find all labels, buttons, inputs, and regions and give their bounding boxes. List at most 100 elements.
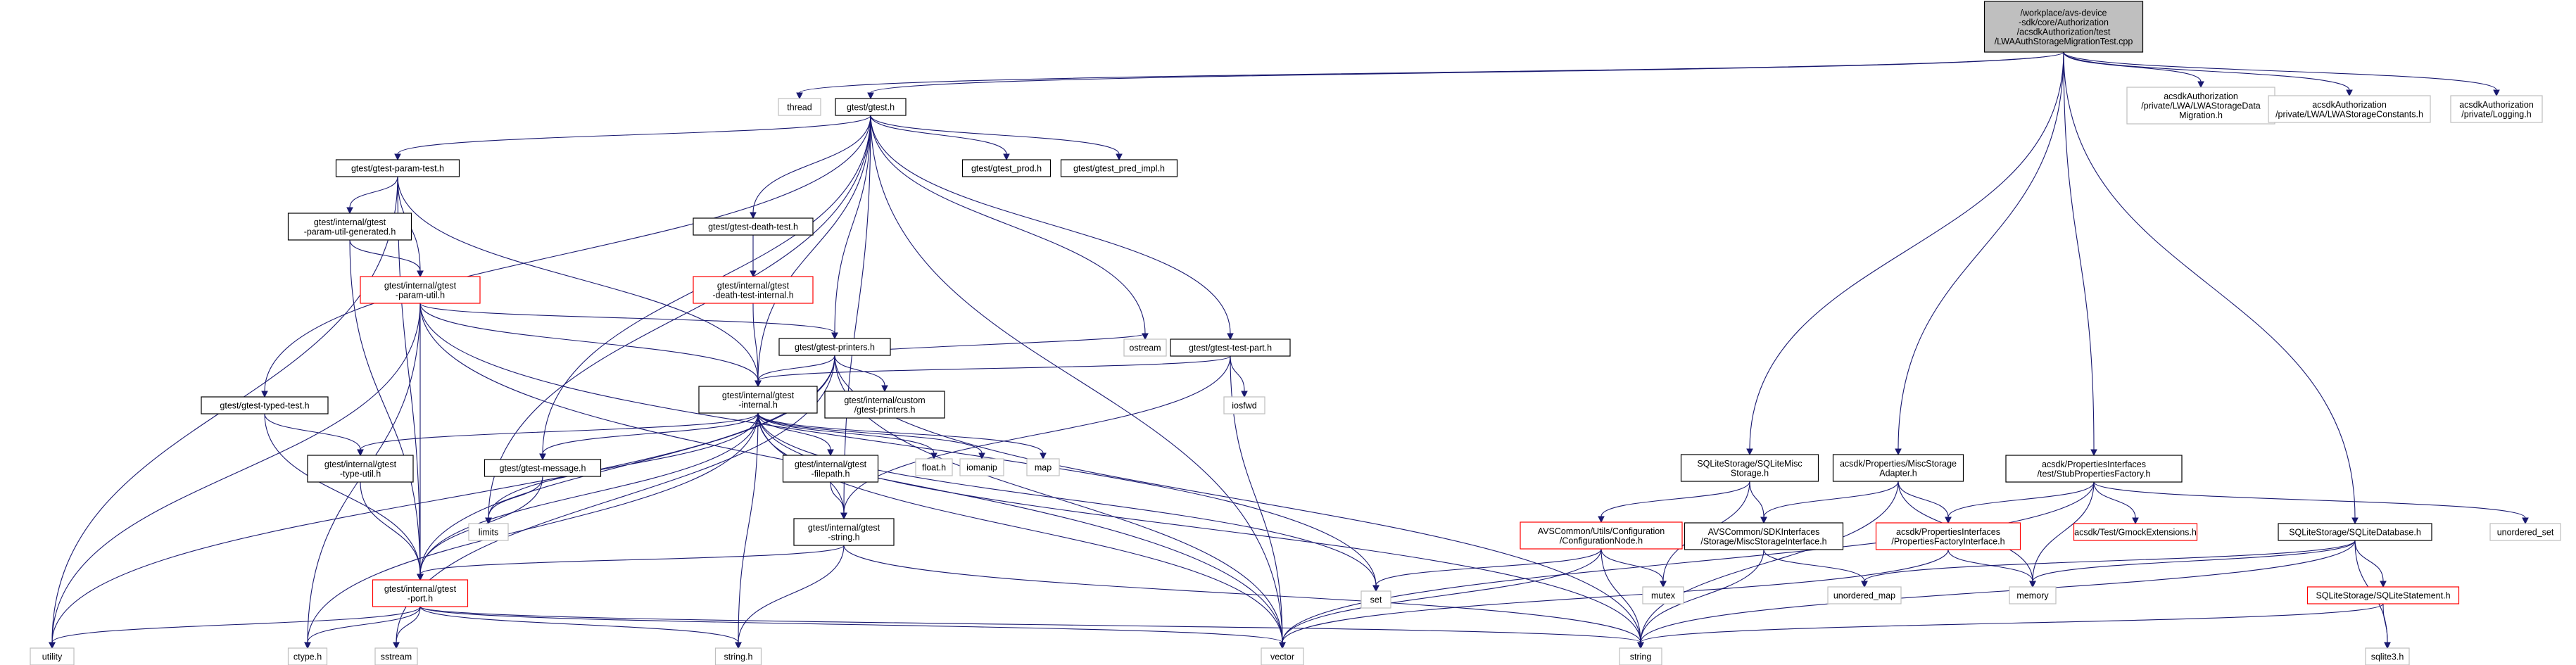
- edge-root-to-lwa_const: [2063, 51, 2353, 97]
- node-limits[interactable]: limits: [468, 523, 509, 541]
- node-label-line: gtest/internal/gtest: [324, 460, 397, 469]
- node-label-line: float.h: [922, 463, 946, 473]
- node-param_util[interactable]: gtest/internal/gtest-param-util.h: [360, 276, 481, 304]
- node-map[interactable]: map: [1026, 458, 1060, 476]
- node-box: [959, 458, 1004, 476]
- edge-param_gen-to-param_util: [349, 239, 424, 278]
- node-box: [824, 391, 945, 419]
- node-props_factory[interactable]: acsdk/PropertiesInterfaces/PropertiesFac…: [1875, 522, 2021, 550]
- node-utility[interactable]: utility: [30, 647, 75, 665]
- node-message[interactable]: gtest/gtest-message.h: [484, 459, 602, 477]
- node-typed_test[interactable]: gtest/gtest-typed-test.h: [201, 396, 329, 414]
- node-gtest_prod[interactable]: gtest/gtest_prod.h: [961, 159, 1052, 177]
- node-box: [372, 579, 469, 607]
- node-label-line: -param-util.h: [396, 290, 445, 300]
- node-box: [335, 159, 460, 177]
- node-printers[interactable]: gtest/gtest-printers.h: [778, 338, 891, 356]
- node-gtest_pred[interactable]: gtest/gtest_pred_impl.h: [1060, 159, 1178, 177]
- node-type_util[interactable]: gtest/internal/gtest-type-util.h: [307, 455, 414, 483]
- node-ctype[interactable]: ctype.h: [287, 647, 328, 665]
- node-mutex[interactable]: mutex: [1642, 586, 1684, 604]
- node-label-line: set: [1370, 595, 1382, 605]
- node-label-line: /private/LWA/LWAStorageConstants.h: [2275, 109, 2423, 119]
- node-config_node[interactable]: AVSCommon/Utils/Configuration/Configurat…: [1520, 521, 1683, 550]
- node-box: [30, 647, 75, 665]
- node-box: [287, 647, 328, 665]
- edge-root-to-sqlite_misc: [1746, 51, 2064, 456]
- node-label-line: ostream: [1129, 343, 1161, 353]
- node-misc_iface[interactable]: AVSCommon/SDKInterfaces/Storage/MiscStor…: [1684, 522, 1844, 550]
- node-death_test[interactable]: gtest/gtest-death-test.h: [693, 217, 814, 236]
- node-float_h[interactable]: float.h: [915, 458, 953, 476]
- node-set[interactable]: set: [1360, 590, 1391, 609]
- node-unordered_map[interactable]: unordered_map: [1827, 586, 1902, 604]
- node-custom_printers[interactable]: gtest/internal/custom/gtest-printers.h: [824, 391, 945, 419]
- edge-port-to-sstream: [393, 606, 421, 650]
- edge-root-to-thread: [796, 51, 2064, 100]
- node-box: [468, 523, 509, 541]
- node-box: [484, 459, 602, 477]
- node-box: [1170, 338, 1291, 357]
- node-sstream[interactable]: sstream: [374, 647, 418, 665]
- edge-stub_factory-to-vector: [1279, 481, 2095, 650]
- edge-config_node-to-mutex: [1600, 548, 1667, 588]
- node-param_gen[interactable]: gtest/internal/gtest-param-util-generate…: [287, 213, 412, 241]
- edge-sqlite_db-to-unordered_map: [1861, 540, 2356, 588]
- edge-props_misc-to-props_factory: [1898, 481, 1952, 524]
- node-gstring[interactable]: gtest/internal/gtest-string.h: [793, 518, 895, 546]
- edge-sqlite_stmt-to-sqlite3: [2382, 603, 2391, 650]
- node-lwa_data_mig[interactable]: acsdkAuthorization/private/LWA/LWAStorag…: [2126, 87, 2275, 125]
- edge-gstring-to-string_h: [735, 545, 845, 650]
- node-test_part[interactable]: gtest/gtest-test-part.h: [1170, 338, 1291, 357]
- node-gmock_ext[interactable]: acsdk/Test/GmockExtensions.h: [2073, 523, 2198, 541]
- node-vector[interactable]: vector: [1261, 647, 1304, 665]
- node-label-line: iosfwd: [1232, 401, 1256, 411]
- edge-death_test-to-death_int: [750, 235, 757, 278]
- node-label-line: acsdk/Properties/MiscStorage: [1840, 459, 1957, 469]
- node-label-line: gtest/gtest.h: [847, 103, 895, 113]
- edge-internal-to-filepath: [757, 412, 834, 457]
- node-label-line: acsdk/PropertiesInterfaces: [2042, 460, 2146, 469]
- node-logging[interactable]: acsdkAuthorization/private/Logging.h: [2450, 95, 2543, 123]
- edge-sqlite_db-to-memory: [2029, 540, 2356, 588]
- node-box: [2073, 523, 2198, 541]
- node-filepath[interactable]: gtest/internal/gtest-filepath.h: [782, 455, 879, 483]
- node-thread[interactable]: thread: [778, 98, 821, 116]
- node-death_int[interactable]: gtest/internal/gtest-death-test-internal…: [693, 276, 814, 304]
- node-internal[interactable]: gtest/internal/gtest-internal.h: [698, 386, 818, 414]
- edge-port-to-string: [419, 606, 1644, 650]
- node-unordered_set[interactable]: unordered_set: [2489, 523, 2561, 541]
- node-box: [1026, 458, 1060, 476]
- node-sqlite3[interactable]: sqlite3.h: [2365, 647, 2410, 665]
- node-string[interactable]: string: [1619, 647, 1662, 665]
- node-iosfwd[interactable]: iosfwd: [1223, 396, 1265, 414]
- node-gtest[interactable]: gtest/gtest.h: [835, 98, 907, 116]
- edge-test_part-to-gstring: [840, 355, 1231, 520]
- node-stub_factory[interactable]: acsdk/PropertiesInterfaces/test/StubProp…: [2005, 455, 2183, 483]
- node-box: [1684, 522, 1844, 550]
- node-label-line: gtest/gtest-test-part.h: [1189, 343, 1272, 353]
- node-memory[interactable]: memory: [2009, 586, 2057, 604]
- node-box: [2268, 95, 2431, 123]
- node-string_h[interactable]: string.h: [714, 647, 762, 665]
- node-box: [835, 98, 907, 116]
- edge-internal-to-iomanip: [757, 412, 985, 460]
- edge-internal-to-type_util: [357, 412, 759, 457]
- node-box: [915, 458, 953, 476]
- node-lwa_const[interactable]: acsdkAuthorization/private/LWA/LWAStorag…: [2268, 95, 2431, 123]
- node-label-line: -port.h: [408, 593, 433, 603]
- node-ostream[interactable]: ostream: [1123, 338, 1167, 357]
- node-iomanip[interactable]: iomanip: [959, 458, 1004, 476]
- node-sqlite_stmt[interactable]: SQLiteStorage/SQLiteStatement.h: [2306, 586, 2460, 604]
- edge-param_util-to-internal: [419, 303, 762, 388]
- edge-gtest-to-gtest_prod: [870, 115, 1010, 161]
- node-box: [793, 518, 895, 546]
- node-label-line: string: [1630, 652, 1652, 662]
- node-param_test[interactable]: gtest/gtest-param-test.h: [335, 159, 460, 177]
- node-root[interactable]: /workplace/avs-device-sdk/core/Authoriza…: [1983, 1, 2144, 53]
- node-sqlite_db[interactable]: SQLiteStorage/SQLiteDatabase.h: [2278, 523, 2432, 541]
- node-port[interactable]: gtest/internal/gtest-port.h: [372, 579, 469, 607]
